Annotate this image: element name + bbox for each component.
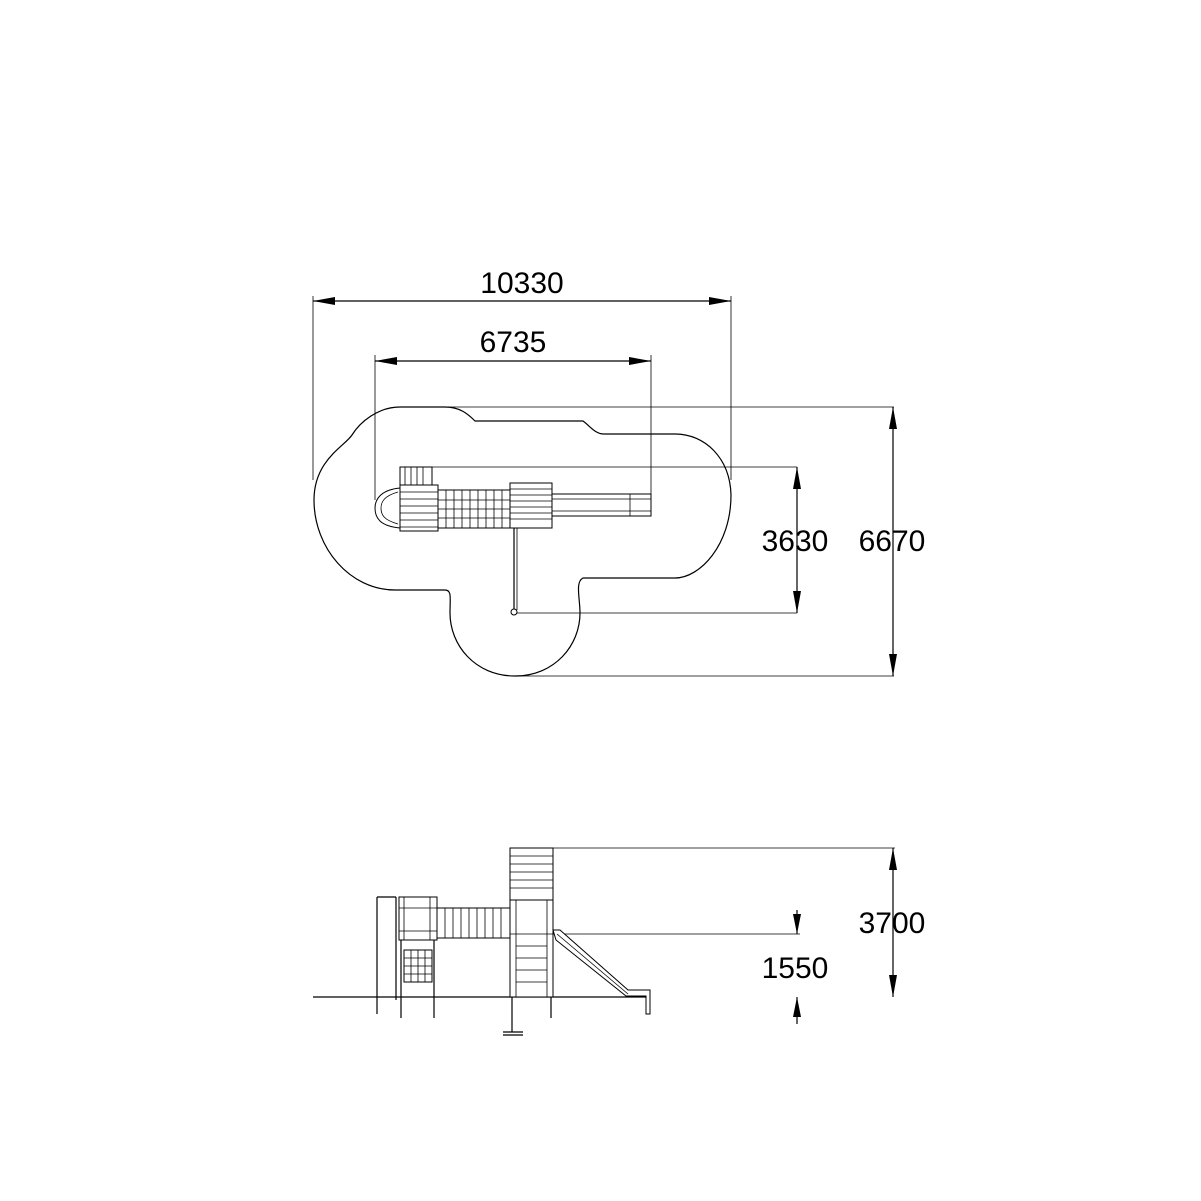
dim-overall-depth: 6670 — [445, 406, 926, 677]
elevation-view: 3700 1550 — [313, 847, 926, 1036]
safety-zone-outline — [313, 406, 732, 677]
equipment-plan — [374, 466, 652, 616]
dim-platform-height: 1550 — [553, 910, 828, 1024]
equipment-elevation — [376, 847, 651, 1036]
dim-equipment-width: 6735 — [374, 326, 652, 500]
dim-equipment-depth: 3630 — [432, 466, 829, 614]
dim-label-overall-width: 10330 — [480, 267, 563, 300]
dim-label-platform-height: 1550 — [762, 952, 829, 985]
dim-label-total-height: 3700 — [859, 907, 926, 940]
dim-label-equipment-width: 6735 — [480, 326, 547, 359]
dim-overall-width: 10330 — [312, 267, 732, 480]
dim-total-height: 3700 — [553, 847, 926, 997]
plan-view: 10330 6735 3630 6670 — [312, 267, 926, 677]
dim-label-equipment-depth: 3630 — [762, 525, 829, 558]
dim-label-overall-depth: 6670 — [859, 525, 926, 558]
